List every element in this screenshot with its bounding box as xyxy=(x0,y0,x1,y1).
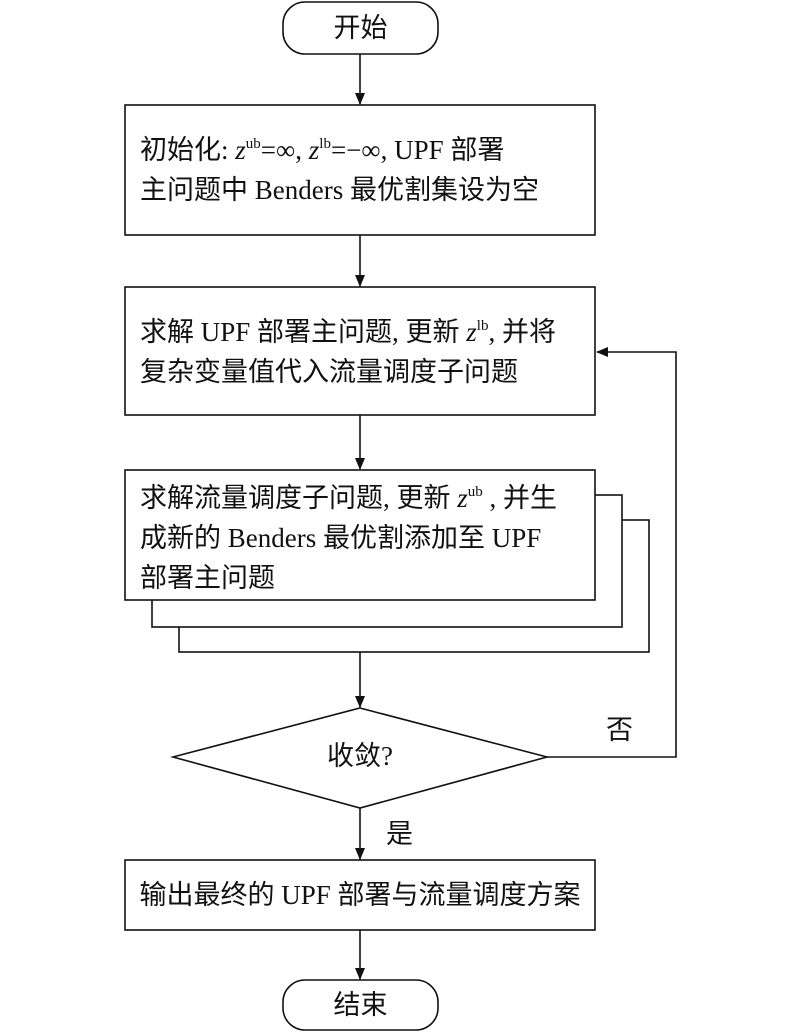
master-line-1: 求解 UPF 部署主问题, 更新 zlb, 并将 xyxy=(140,317,556,347)
sub-line-2: 成新的 Benders 最优割添加至 UPF xyxy=(140,523,542,553)
init-line-2: 主问题中 Benders 最优割集设为空 xyxy=(140,175,539,205)
end-label: 结束 xyxy=(333,990,388,1020)
sub-box xyxy=(124,469,596,601)
start-label: 开始 xyxy=(333,13,388,43)
decision-label: 收敛? xyxy=(327,741,393,771)
init-line-1: 初始化: zub=∞, zlb=−∞, UPF 部署 xyxy=(140,135,505,165)
master-text: 求解 UPF 部署主问题, 更新 zlb, 并将 复杂变量值代入流量调度子问题 xyxy=(140,312,556,392)
init-text: 初始化: zub=∞, zlb=−∞, UPF 部署 主问题中 Benders … xyxy=(140,130,539,210)
sub-text: 求解流量调度子问题, 更新 zub , 并生 成新的 Benders 最优割添加… xyxy=(140,478,557,598)
end-terminal xyxy=(282,979,439,1031)
arrow-no-loop xyxy=(547,347,677,758)
yes-label: 是 xyxy=(386,819,413,849)
sub-line-1: 求解流量调度子问题, 更新 zub , 并生 xyxy=(140,483,558,513)
sub-line-3: 部署主问题 xyxy=(140,563,275,593)
no-label: 否 xyxy=(606,715,633,745)
master-line-2: 复杂变量值代入流量调度子问题 xyxy=(140,357,518,387)
output-label: 输出最终的 UPF 部署与流量调度方案 xyxy=(139,880,581,910)
